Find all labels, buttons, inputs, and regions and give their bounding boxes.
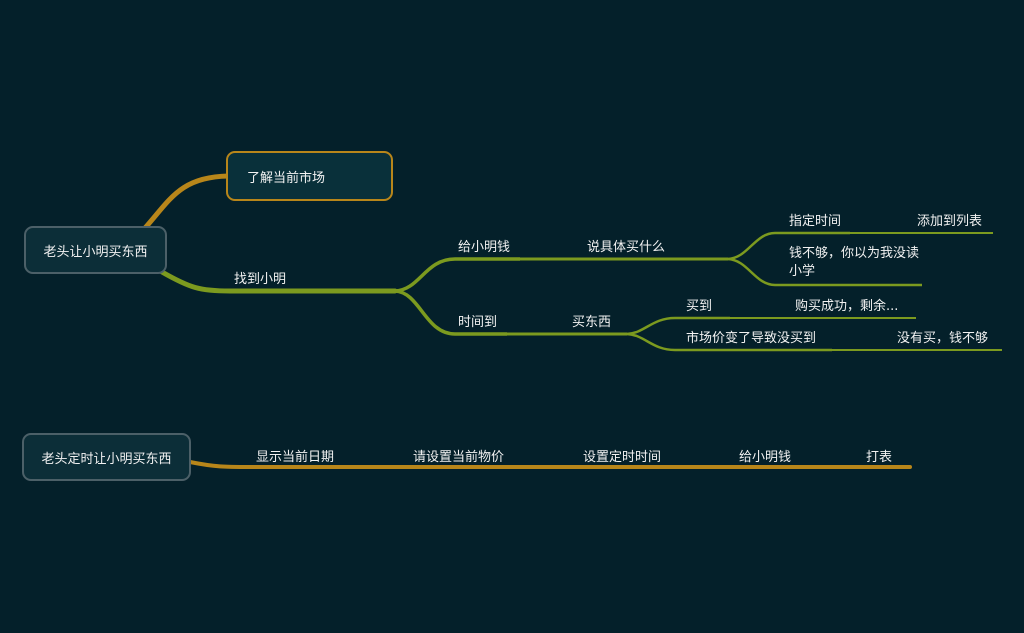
topic-set-time[interactable]: 指定时间 [789, 214, 842, 229]
branch-buy-pricechange [626, 332, 832, 352]
topic-time-up[interactable]: 时间到 [458, 315, 498, 330]
topic-success[interactable]: 购买成功，剩余... [795, 299, 899, 314]
root-topic-2-label: 老头定时让小明买东西 [41, 451, 172, 467]
topic-give-money[interactable]: 给小明钱 [458, 240, 511, 255]
branch-root-find [159, 269, 398, 294]
topic-market[interactable]: 了解当前市场 [226, 151, 393, 201]
branch-find-give [394, 257, 520, 293]
branch-root2-chain [188, 460, 912, 469]
topic-market-label: 了解当前市场 [247, 170, 326, 186]
branch-find-timeup [394, 289, 507, 336]
root-topic-2[interactable]: 老头定时让小明买东西 [22, 433, 191, 481]
branch-say-settime [727, 231, 850, 261]
topic-find[interactable]: 找到小明 [234, 272, 287, 287]
topic-bought[interactable]: 买到 [686, 299, 713, 314]
root-topic-1[interactable]: 老头让小明买东西 [24, 226, 167, 274]
topic-say-what[interactable]: 说具体买什么 [587, 240, 666, 255]
root-topic-1-label: 老头让小明买东西 [43, 244, 148, 260]
topic-set-price[interactable]: 请设置当前物价 [413, 450, 505, 465]
topic-add-list[interactable]: 添加到列表 [917, 214, 983, 229]
branch-buy-bought [626, 316, 730, 336]
topic-not-bought[interactable]: 没有买，钱不够 [897, 331, 989, 346]
branch-root-market [142, 173, 231, 231]
topic-show-date[interactable]: 显示当前日期 [256, 450, 335, 465]
branch-say-notenough [727, 257, 922, 287]
topic-give-money-2[interactable]: 给小明钱 [739, 450, 792, 465]
topic-set-timer[interactable]: 设置定时时间 [583, 450, 662, 465]
topic-price-change[interactable]: 市场价变了导致没买到 [686, 331, 817, 346]
topic-print[interactable]: 打表 [866, 450, 893, 465]
topic-buy[interactable]: 买东西 [572, 315, 612, 330]
topic-not-enough[interactable]: 钱不够，你以为我没读小学 [789, 246, 920, 279]
